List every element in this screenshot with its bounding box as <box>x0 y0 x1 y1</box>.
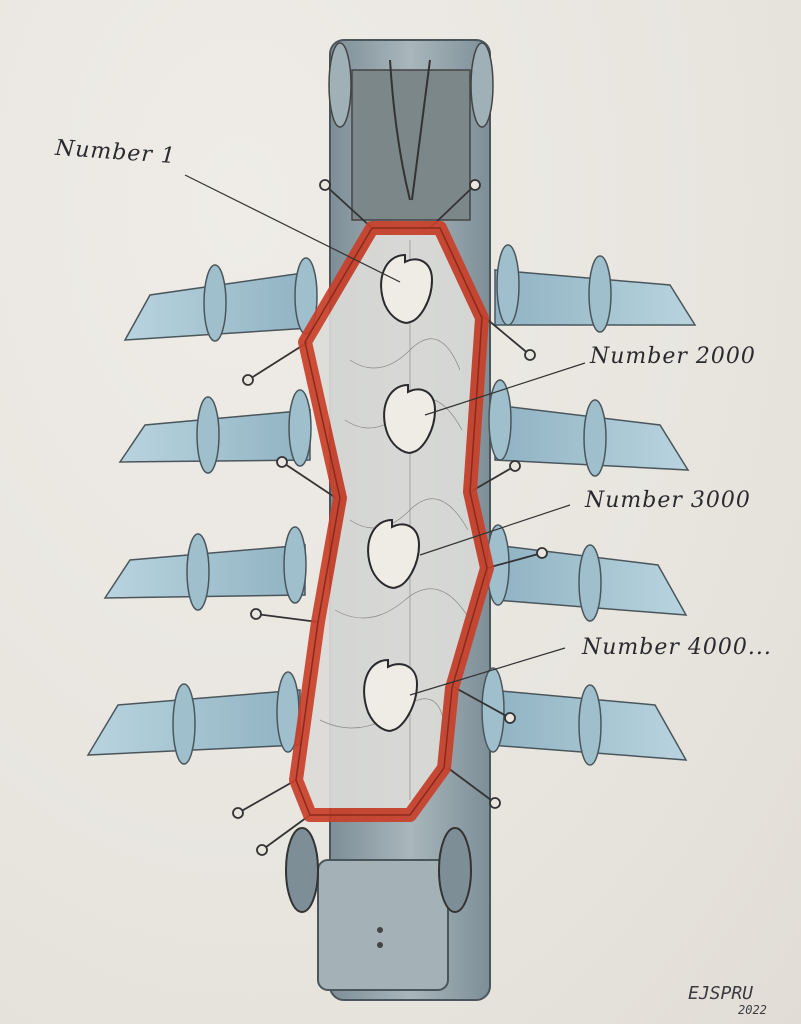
label-number-2000: Number 2000 <box>590 344 756 369</box>
left-wings <box>86 257 318 765</box>
leader-lines <box>184 174 586 696</box>
artist-signature: EJSPRU <box>688 983 754 1004</box>
label-number-3000: Number 3000 <box>585 488 751 513</box>
pins <box>232 179 548 856</box>
signature-year: 2022 <box>738 1003 767 1017</box>
label-number-4000: Number 4000... <box>582 635 772 660</box>
hearts <box>363 253 437 732</box>
